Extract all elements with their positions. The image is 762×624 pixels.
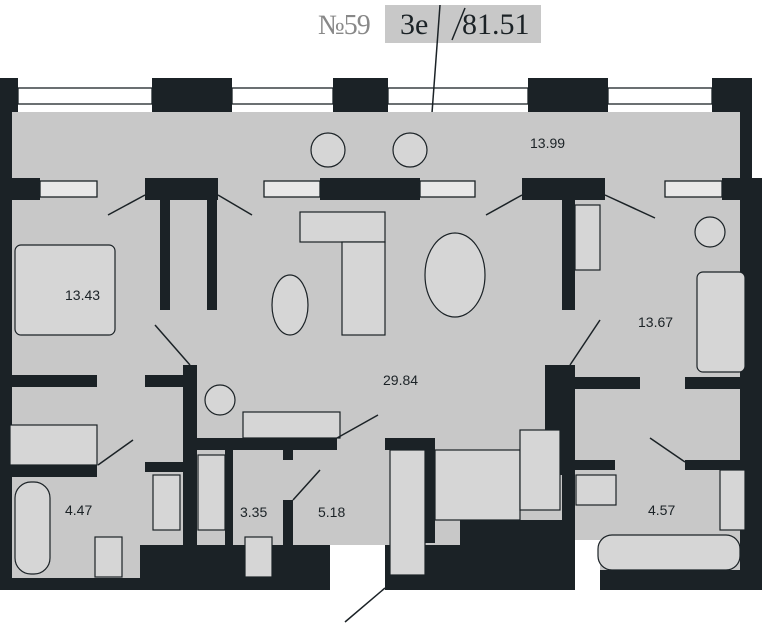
tv-stand bbox=[242, 411, 341, 439]
furniture bbox=[9, 132, 746, 578]
sink-left bbox=[152, 474, 181, 531]
sofa bbox=[299, 211, 386, 243]
armchair bbox=[310, 132, 346, 168]
desk bbox=[574, 204, 601, 271]
apartment-type: 3e bbox=[400, 8, 429, 41]
wardrobe-left bbox=[9, 424, 98, 466]
sink-right bbox=[719, 469, 746, 531]
bed-left bbox=[14, 244, 116, 336]
area-bathroom-right: 4.57 bbox=[648, 502, 675, 518]
stove bbox=[519, 429, 561, 511]
area-wc: 3.35 bbox=[240, 504, 267, 520]
armchair bbox=[392, 132, 428, 168]
area-bathroom-left: 4.47 bbox=[65, 502, 92, 518]
area-bedroom-left: 13.43 bbox=[65, 287, 100, 303]
coffee-table bbox=[271, 274, 309, 336]
area-hall: 5.18 bbox=[318, 504, 345, 520]
doors bbox=[97, 194, 686, 623]
walls bbox=[0, 78, 762, 590]
area-bedroom-right: 13.67 bbox=[638, 314, 673, 330]
bathtub-right bbox=[597, 534, 741, 571]
armchair bbox=[204, 384, 236, 416]
toilet-right bbox=[575, 474, 617, 506]
armchair bbox=[694, 216, 726, 248]
windows bbox=[17, 87, 723, 198]
toilet-wc bbox=[244, 536, 273, 578]
room-area-labels: 13.99 13.43 13.67 29.84 4.47 3.35 5.18 4… bbox=[65, 135, 675, 520]
area-kitchen-living: 29.84 bbox=[383, 372, 418, 388]
area-living: 13.99 bbox=[530, 135, 565, 151]
bathtub-left bbox=[14, 481, 51, 575]
wardrobe-hall bbox=[389, 449, 426, 576]
dining-table bbox=[424, 232, 486, 318]
total-area: 81.51 bbox=[462, 8, 530, 41]
kitchen-counter bbox=[434, 449, 521, 521]
header-slash bbox=[451, 7, 466, 41]
toilet-left bbox=[94, 536, 123, 578]
sink-wc bbox=[197, 454, 226, 531]
apartment-number: №59 bbox=[318, 10, 371, 41]
bed-right bbox=[696, 271, 746, 373]
